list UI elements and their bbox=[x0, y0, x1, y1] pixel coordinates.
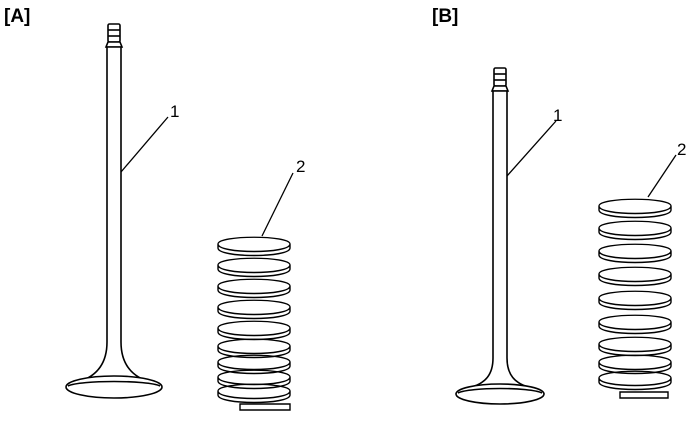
callout-b-spring: 2 bbox=[677, 140, 687, 159]
valve-a-tip bbox=[107, 23, 121, 43]
valve-b-neck bbox=[490, 85, 510, 92]
valve-a-seat-face bbox=[67, 380, 161, 387]
spring-b-end bbox=[619, 391, 669, 399]
valve-a-head bbox=[65, 375, 163, 399]
leader-a1 bbox=[120, 116, 169, 173]
panel-a bbox=[65, 23, 294, 411]
valve-a-stem bbox=[77, 46, 151, 383]
leader-a2 bbox=[261, 172, 294, 237]
spring-a bbox=[217, 236, 291, 411]
panel-b bbox=[455, 67, 677, 405]
leader-b2 bbox=[647, 154, 677, 198]
valve-b-seat-face bbox=[457, 387, 543, 394]
valve-b bbox=[455, 67, 545, 405]
valve-b-head bbox=[455, 383, 545, 405]
panel-a-label: [A] bbox=[4, 6, 31, 27]
callout-a-spring: 2 bbox=[296, 157, 306, 176]
callout-b-valve: 1 bbox=[553, 106, 563, 125]
callout-a-valve: 1 bbox=[170, 102, 180, 121]
valve-b-tip bbox=[493, 67, 507, 87]
spring-b bbox=[598, 198, 672, 399]
leader-b1 bbox=[506, 120, 557, 177]
panel-b-label: [B] bbox=[432, 6, 459, 27]
spring-a-end bbox=[239, 403, 291, 411]
valve-a-neck bbox=[104, 41, 124, 48]
valve-b-stem bbox=[467, 90, 533, 389]
valve-a bbox=[65, 23, 163, 399]
